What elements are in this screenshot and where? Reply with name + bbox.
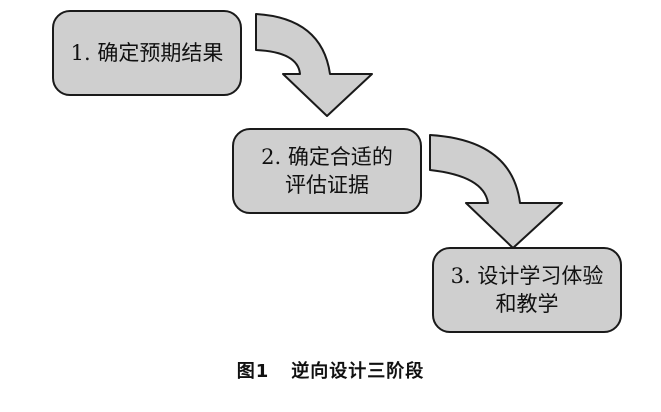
stage-3-line-1: 3. 设计学习体验 (450, 263, 604, 288)
stage-2-line-2: 评估证据 (285, 173, 369, 197)
stage-box-2: 2. 确定合适的 评估证据 (232, 128, 422, 214)
figure-caption: 图1 逆向设计三阶段 (0, 357, 661, 383)
stage-box-3: 3. 设计学习体验 和教学 (432, 247, 622, 333)
flow-arrow-1-to-2 (255, 13, 373, 117)
flow-arrow-2-to-3 (429, 134, 563, 249)
stage-box-1: 1. 确定预期结果 (52, 10, 242, 96)
figure-title: 逆向设计三阶段 (291, 361, 425, 382)
stage-3-line-2: 和教学 (495, 292, 559, 316)
stage-1-line-1: 1. 确定预期结果 (70, 40, 224, 65)
stage-2-line-1: 2. 确定合适的 (261, 144, 393, 169)
figure-number: 图1 (236, 361, 270, 382)
